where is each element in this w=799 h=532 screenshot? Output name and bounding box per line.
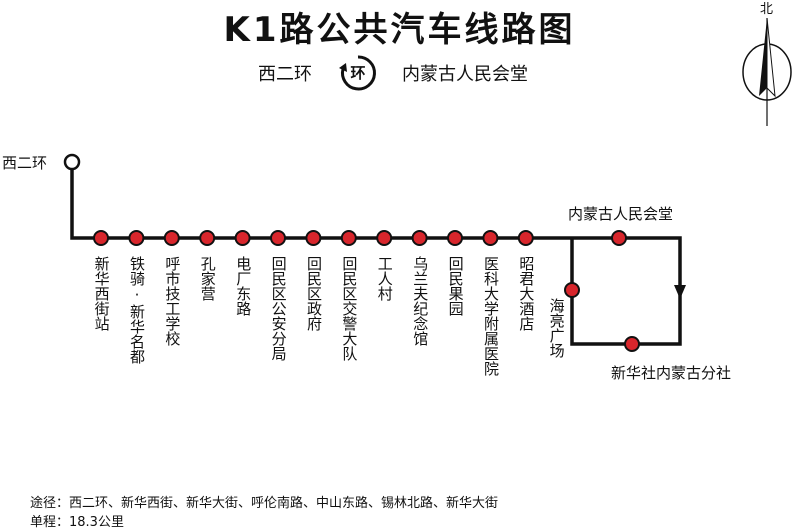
loop-mark: 环 [350,64,366,82]
stop-label: 回民果园 [446,256,465,316]
stop-marker [482,230,499,246]
stop-label: 新华西街站 [92,256,111,331]
direction-from: 西二环 [258,64,312,85]
stop-label: 呼市技工学校 [163,256,182,346]
stop-marker [411,230,428,246]
route-loop-line [570,236,682,346]
compass-needle-icon [742,17,792,126]
stop-marker [340,230,357,246]
loop-direction-badge: 环 [337,52,379,94]
stop-marker [93,230,109,246]
north-compass: 北 [738,0,796,128]
stop-label: 昭君大酒店 [517,256,536,331]
loop-direction-arrow [674,285,686,299]
stop-label: 回民区政府 [304,256,323,331]
stop-label: 工人村 [375,256,394,301]
stop-marker [447,230,463,246]
route-distance-text: 单程：18.3公里 [30,515,124,530]
terminal-stop-marker [63,153,81,171]
north-label: 北 [760,2,774,17]
loop-stop-marker-left [564,282,580,298]
loop-stop-marker-top [611,230,627,246]
stop-label: 乌兰夫纪念馆 [411,256,430,346]
stop-label: 电厂东路 [234,256,253,316]
loop-stop-label-top: 内蒙古人民会堂 [568,205,674,223]
stop-label: 孔家营 [198,256,217,301]
stop-marker [517,230,534,246]
stop-marker [128,230,145,246]
loop-stop-label-left: 海亮广场 [547,298,566,358]
map-title: K1路公共汽车线路图 [223,10,576,50]
stop-marker [199,230,216,246]
stop-marker [234,230,251,246]
loop-stop-label-bottom: 新华社内蒙古分社 [611,364,732,382]
stop-label: 铁骑·新华名都 [127,256,146,364]
stop-label: 医科大学附属医院 [481,256,500,376]
stop-marker [270,230,286,246]
terminal-label: 西二环 [2,154,48,172]
stop-marker [305,230,322,246]
loop-arrow-icon [339,55,376,91]
stop-label: 回民区交警大队 [340,256,359,361]
stop-marker [376,230,393,246]
direction-to: 内蒙古人民会堂 [402,64,528,85]
loop-stop-marker-bottom [624,336,640,352]
stop-marker [163,230,180,246]
route-main-line [70,162,572,240]
route-via-text: 途径：西二环、新华西街、新华大街、呼伦南路、中山东路、锡林北路、新华大街 [30,496,499,511]
stop-label: 回民区公安分局 [269,256,288,361]
